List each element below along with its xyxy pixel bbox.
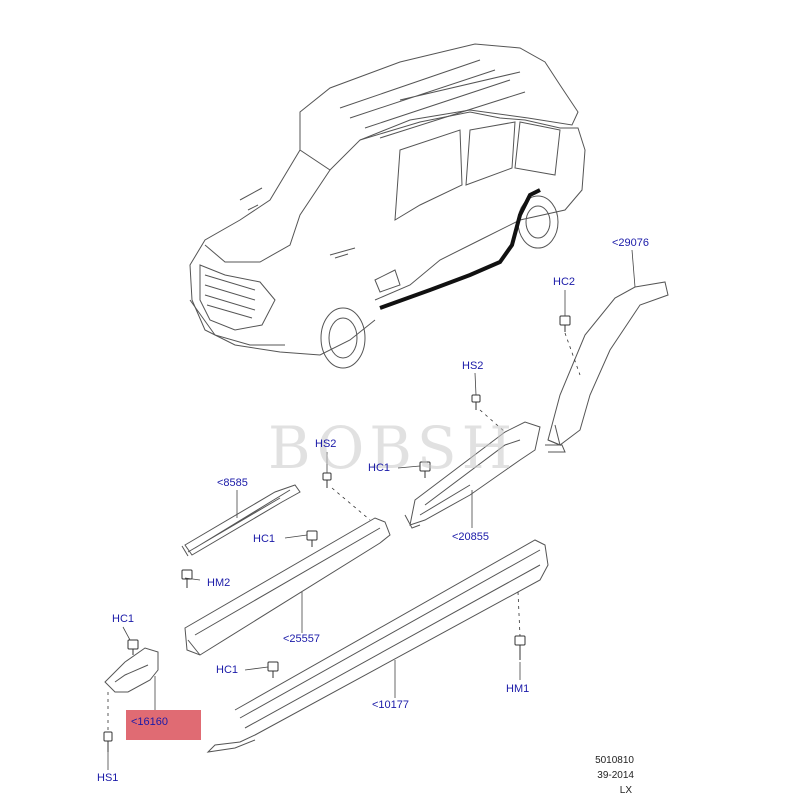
callout-hc1-lower: HC1: [216, 664, 239, 676]
callout-hs2-top: HS2: [462, 360, 484, 372]
footer-market: LX: [619, 785, 632, 796]
part-8585-shape: [181, 484, 301, 557]
part-29076-shape: [545, 281, 669, 453]
callout-hs2-mid: HS2: [315, 438, 337, 450]
fasteners: [103, 315, 571, 752]
callout-hm1: HM1: [506, 683, 530, 695]
vehicle-illustration: [189, 43, 586, 369]
part-20855-shape: [404, 421, 541, 529]
callout-20855: <20855: [452, 531, 490, 543]
part-25557-shape: [184, 517, 391, 656]
callout-10177: <10177: [372, 699, 410, 711]
callout-hc1-left: HC1: [253, 533, 276, 545]
callout-29076: <29076: [612, 237, 650, 249]
callout-8585: <8585: [217, 477, 248, 489]
callout-16160: <16160: [131, 716, 169, 728]
highlighted-trim: [379, 188, 541, 310]
dashed-guides: [107, 332, 581, 730]
callout-25557: <25557: [283, 633, 321, 645]
callout-hc1-mid: HC1: [368, 462, 391, 474]
watermark: BOBSH: [268, 414, 518, 482]
callout-hc1-bottom-left: HC1: [112, 613, 135, 625]
callout-hc2: HC2: [553, 276, 576, 288]
footer-date: 39-2014: [597, 770, 634, 781]
footer-code: 5010810: [595, 755, 634, 766]
leader-lines: [107, 249, 636, 770]
callout-highlight-16160: [126, 710, 201, 740]
part-10177-shape: [206, 539, 549, 753]
part-16160-shape: [104, 647, 159, 693]
callout-hs1: HS1: [97, 772, 119, 784]
callout-hm2: HM2: [207, 577, 231, 589]
